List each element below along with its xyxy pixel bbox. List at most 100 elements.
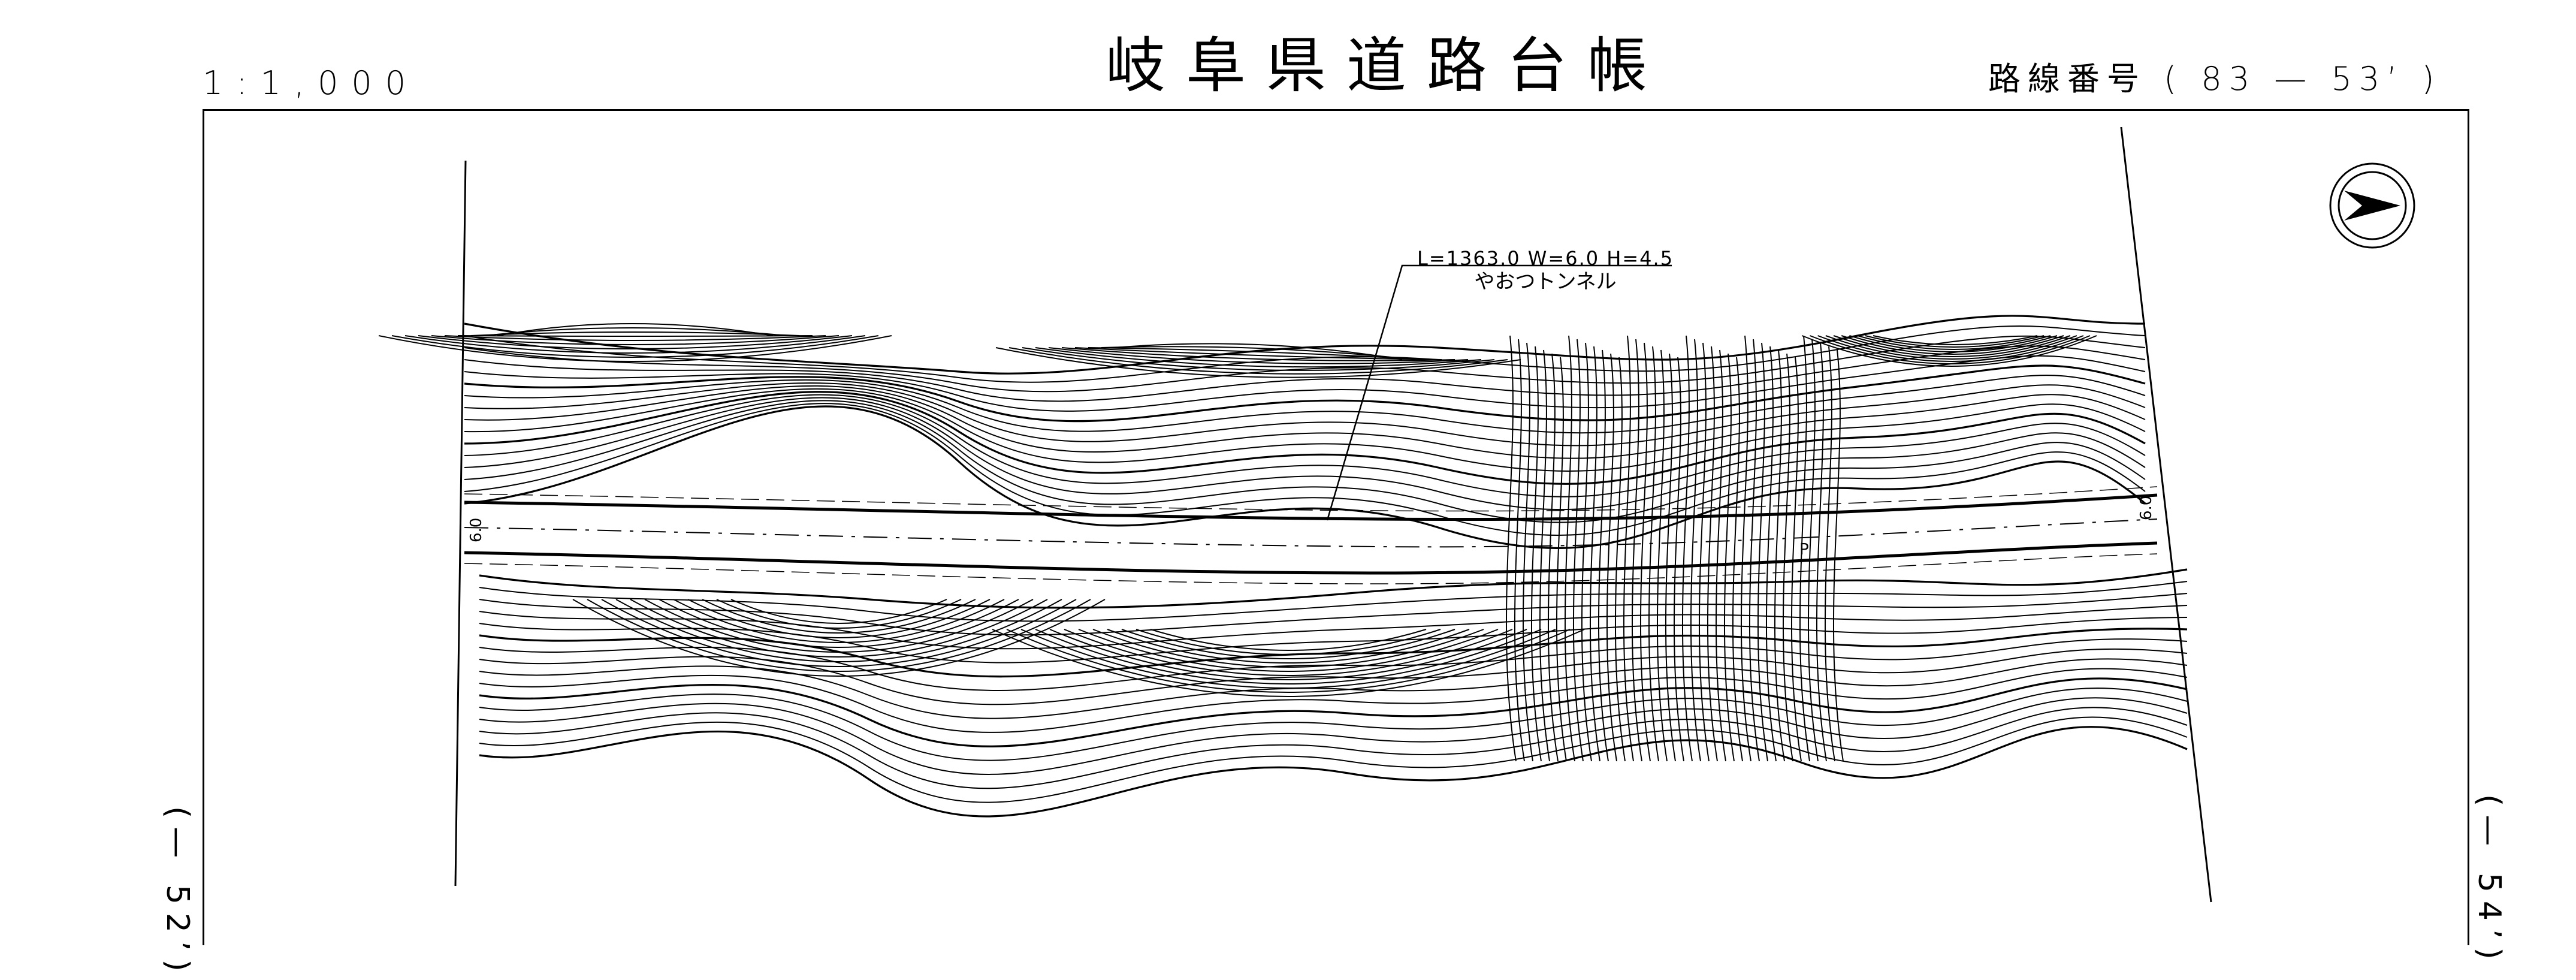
contour-line	[479, 707, 2188, 789]
contour-line	[1833, 335, 2071, 357]
contour-line	[1832, 349, 1844, 762]
contour-line	[644, 599, 1034, 653]
sheet-title: 岐阜県道路台帳	[1106, 31, 1668, 101]
contour-line	[1732, 357, 1743, 762]
contour-line	[1606, 353, 1617, 762]
contour-line	[1690, 339, 1701, 762]
road-offset-line	[464, 542, 2158, 574]
contour-line	[1022, 347, 1495, 371]
contour-line	[1623, 335, 1634, 762]
road-point-label: P	[1799, 541, 1809, 559]
topographic-map: 6.0 6.0 P	[378, 126, 2212, 903]
contour-line	[1581, 342, 1592, 762]
contour-line	[1790, 357, 1802, 762]
contour-line	[464, 355, 2146, 412]
contour-line	[1801, 335, 2097, 367]
contour-line	[1008, 347, 1508, 375]
contour-line	[1150, 629, 1427, 651]
contour-line	[464, 388, 2146, 472]
contour-line	[1614, 357, 1626, 762]
contour-line	[995, 347, 1521, 378]
map-scale: 1:1,000	[203, 64, 419, 102]
contour-line	[464, 397, 2146, 511]
contour-line	[1765, 346, 1777, 762]
contour-line	[601, 599, 1077, 667]
contour-line	[1074, 347, 1442, 360]
contour-line	[687, 599, 990, 638]
contour-line	[1656, 349, 1668, 762]
contour-line	[464, 391, 2146, 485]
sheet-cut-lines	[454, 126, 2212, 903]
contour-line	[615, 599, 1062, 662]
contour-line	[479, 617, 2188, 664]
road-width-label-left: 6.0	[467, 518, 485, 542]
contour-line	[464, 405, 2146, 550]
contour-line	[479, 726, 2188, 818]
map-frame	[203, 109, 2469, 945]
contour-line	[1698, 342, 1710, 762]
contour-line	[673, 599, 1005, 643]
contour-line	[479, 581, 2188, 622]
road-labels: 6.0 6.0 P	[467, 496, 2155, 559]
contour-line	[1020, 629, 1556, 689]
contour-line	[464, 364, 2146, 423]
contour-line	[1514, 339, 1525, 762]
contour-line	[1530, 346, 1542, 762]
contour-line	[1782, 353, 1793, 762]
contour-line	[479, 687, 2188, 761]
contour-line	[497, 323, 774, 336]
contour-line	[587, 599, 1091, 672]
contour-line	[630, 599, 1048, 658]
contour-line	[1564, 335, 1575, 762]
contour-line	[1136, 629, 1441, 655]
contour-line	[1639, 342, 1651, 762]
contour-line	[470, 331, 800, 336]
contour-line	[1064, 629, 1513, 676]
contour-line	[1101, 346, 1416, 360]
contour-line	[479, 716, 2188, 803]
road-offset-line	[464, 494, 2158, 520]
contour-line	[1824, 346, 1835, 762]
right-sheet-reference: (— 54’)	[2471, 794, 2507, 968]
contour-line	[1723, 353, 1735, 762]
route-number: 路線番号 ( 83 — 53’ )	[1988, 60, 2442, 98]
contour-line	[1107, 629, 1470, 664]
contour-line	[1816, 342, 1827, 762]
tunnel-leader-line	[1326, 264, 1672, 521]
contour-line	[479, 638, 2188, 691]
contour-line	[1061, 347, 1455, 361]
contour-line	[1707, 346, 1718, 762]
north-arrow-icon	[2329, 162, 2415, 249]
contour-line	[1092, 629, 1484, 668]
contour-line	[464, 382, 2146, 447]
contour-line	[418, 335, 853, 349]
contour-line	[1572, 339, 1584, 762]
road-alignment	[464, 486, 2158, 584]
contour-line	[1121, 629, 1455, 659]
contour-line	[716, 599, 962, 629]
contour-line	[378, 335, 892, 362]
road-centre-line	[464, 518, 2158, 548]
contour-line	[1748, 339, 1760, 762]
contour-line	[444, 335, 826, 341]
contour-line	[572, 599, 1106, 677]
contour-line	[1757, 342, 1768, 762]
contour-line	[1825, 335, 2077, 360]
tunnel-name: やおつトンネル	[1474, 270, 1617, 294]
contour-line	[1048, 347, 1469, 364]
contour-line	[1547, 353, 1559, 762]
contour-line	[404, 335, 866, 354]
road-width-label-right: 6.0	[2137, 496, 2155, 520]
contour-line	[730, 599, 947, 624]
contour-line	[464, 375, 2146, 434]
contour-line	[1774, 349, 1785, 762]
contour-line	[1715, 349, 1726, 762]
contour-line	[1006, 629, 1571, 693]
tunnel-label: L=1363.0 W=6.0 H=4.5 やおつトンネル	[1417, 247, 1674, 294]
contour-line	[1849, 335, 2058, 352]
contour-line	[464, 335, 2146, 393]
contour-line	[992, 629, 1585, 697]
contour-line	[479, 568, 2188, 609]
contour-line	[479, 648, 2188, 705]
contour-line	[1841, 335, 2064, 355]
